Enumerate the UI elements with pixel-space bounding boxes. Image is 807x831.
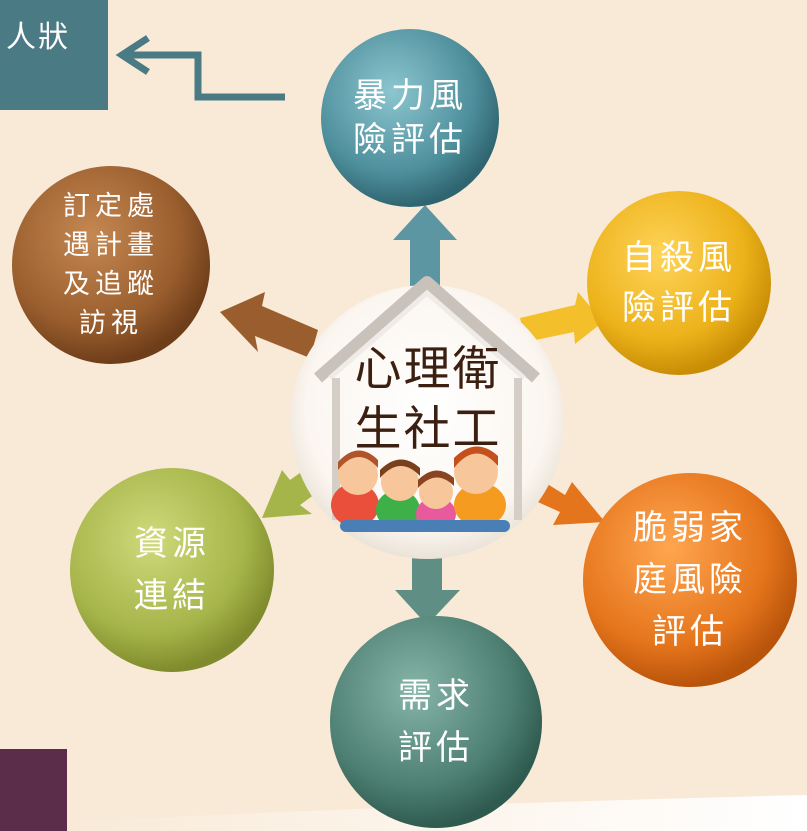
- resource-link-node: 資源 連結: [70, 470, 274, 670]
- resource-link-line2: 連結: [134, 576, 210, 616]
- care-plan-node: 訂定處 遇計畫 及追蹤 訪視: [12, 168, 210, 362]
- arrow-to-plan: [220, 292, 318, 358]
- care-plan-line3: 及追蹤: [63, 269, 159, 300]
- care-plan-line2: 遇計畫: [63, 230, 159, 261]
- back-arrow-icon: [115, 35, 285, 101]
- family-risk-node: 脆弱家 庭風險 評估: [584, 474, 796, 686]
- previous-step-label: 人狀: [6, 20, 70, 55]
- previous-step-box: 人狀: [0, 0, 108, 110]
- needs-assessment-circle: [330, 616, 542, 828]
- family-risk-line1: 脆弱家: [633, 508, 747, 548]
- center-title-line2: 生社工: [354, 402, 502, 457]
- family-risk-line3: 評估: [652, 612, 728, 652]
- violence-risk-line2: 險評估: [353, 120, 467, 160]
- suicide-risk-line1: 自殺風: [622, 238, 736, 278]
- suicide-risk-circle: [587, 191, 771, 375]
- resource-link-line1: 資源: [134, 524, 210, 564]
- needs-assessment-line1: 需求: [398, 676, 474, 716]
- needs-assessment-line2: 評估: [398, 728, 474, 768]
- house-with-family-icon: [314, 276, 540, 532]
- family-risk-circle: [583, 473, 797, 687]
- resource-link-circle: [70, 468, 274, 672]
- violence-risk-line1: 暴力風: [353, 76, 467, 116]
- center-title: 心理衛 生社工: [328, 340, 528, 460]
- purple-corner-block: [0, 749, 67, 831]
- violence-risk-node: 暴力風 險評估: [321, 31, 499, 205]
- care-plan-line1: 訂定處: [63, 191, 159, 222]
- family-risk-line2: 庭風險: [633, 560, 747, 600]
- care-plan-circle: [12, 166, 210, 364]
- center-title-line1: 心理衛: [354, 342, 502, 397]
- suicide-risk-line2: 險評估: [622, 288, 736, 328]
- violence-risk-circle: [321, 29, 499, 207]
- suicide-risk-node: 自殺風 險評估: [584, 193, 774, 373]
- care-plan-line4: 訪視: [79, 308, 143, 339]
- needs-assessment-node: 需求 評估: [330, 616, 542, 828]
- arrow-to-suicide: [520, 292, 603, 344]
